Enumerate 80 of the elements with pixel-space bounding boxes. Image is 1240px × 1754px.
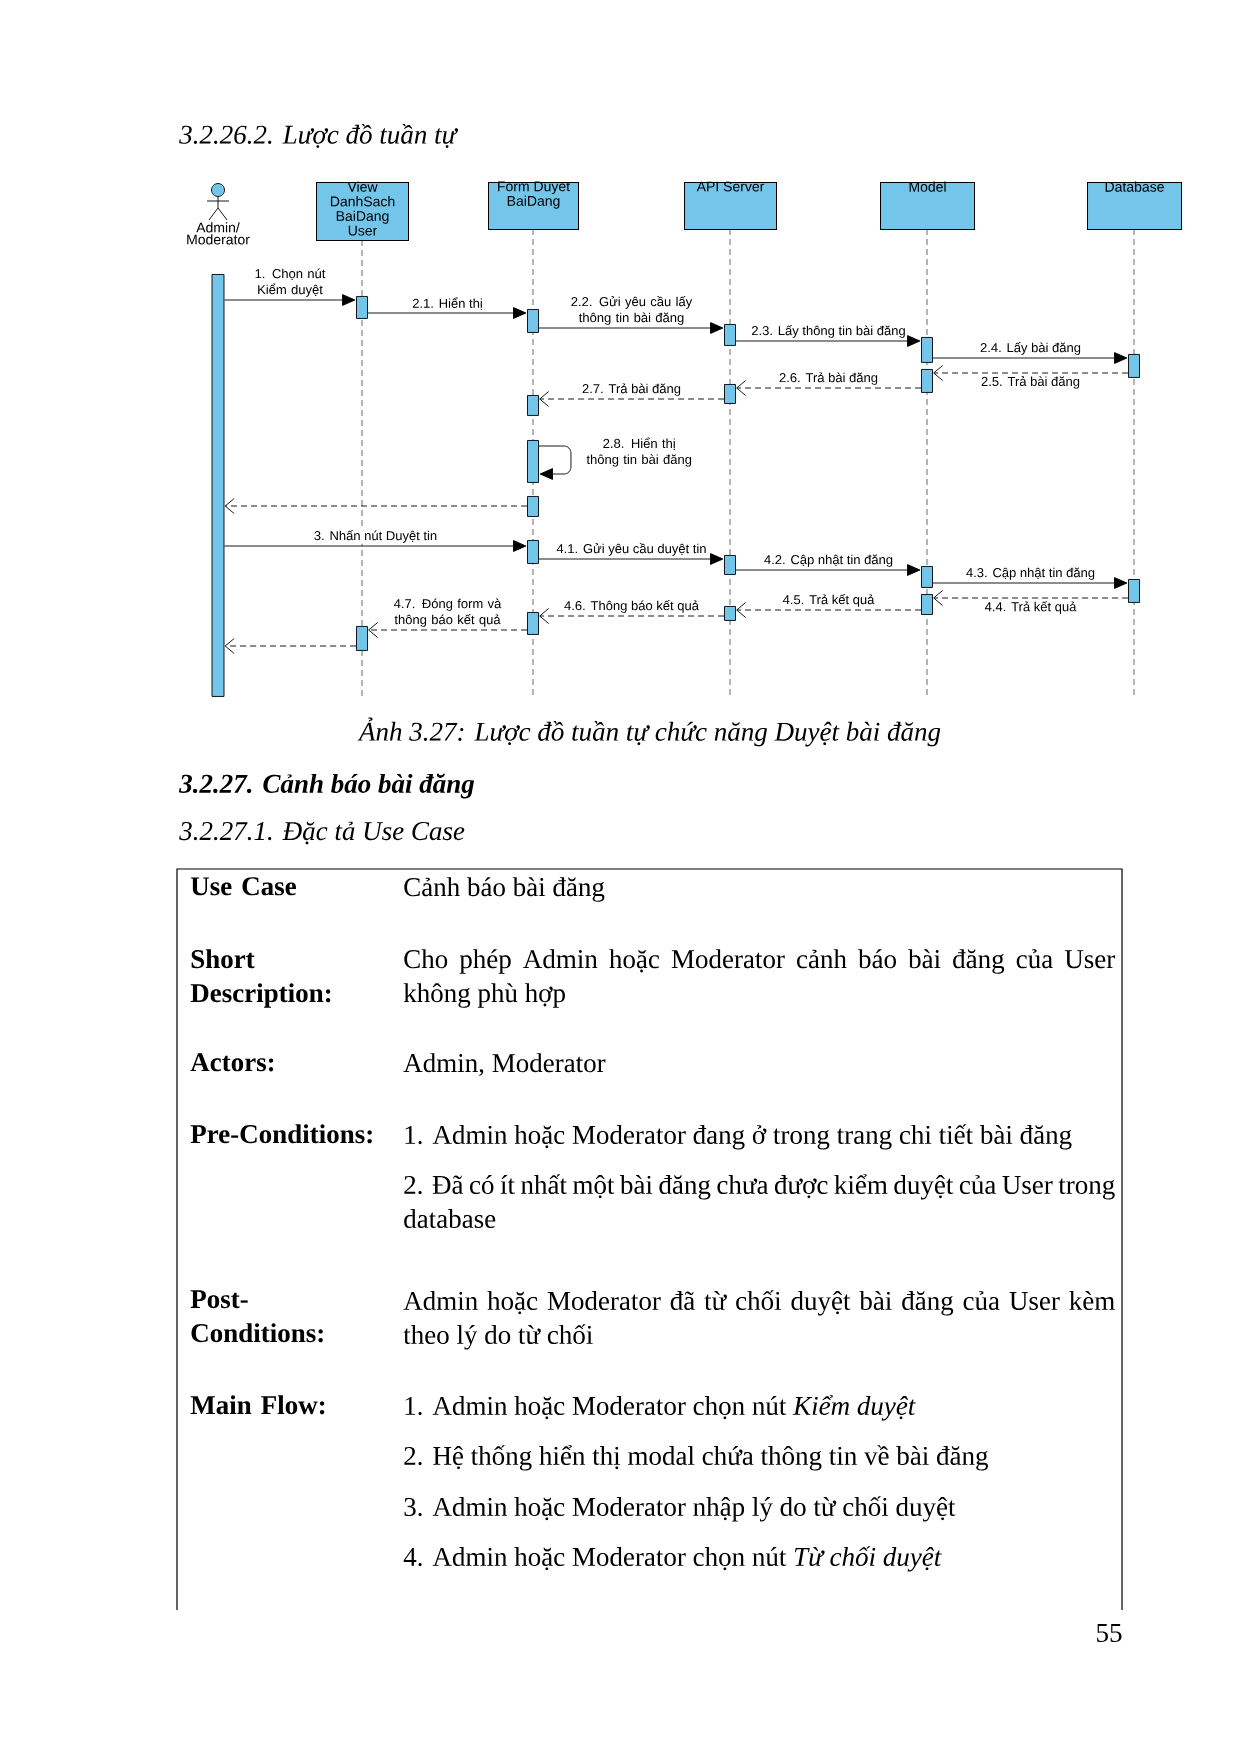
edge-label: 2.6. Trả bài đăng (778, 371, 879, 386)
cell-text: 1. Admin hoặc Moderator đang ở trong trang chi tiết bài đăng (405, 1124, 1072, 1150)
cell-text: Cho phép Admin hoặc Moderator cảnh báo bài đăng của User không phù hợp (403, 949, 1115, 1008)
lifeline-head-box: View DanhSach BaiDang User (316, 181, 409, 241)
cell-text: Admin, Moderator (403, 1053, 606, 1077)
activation-bar (724, 606, 736, 621)
edge-label: 2.5. Trả bài đăng (980, 375, 1081, 390)
return-message-arrow (539, 391, 725, 407)
activation-bar (724, 555, 736, 575)
return-message-arrow (736, 602, 922, 618)
activation-bar (527, 540, 539, 564)
row-heading: Use Case (190, 877, 296, 896)
edge-label: 4.4. Trả kết quả (983, 600, 1078, 615)
return-message-arrow (736, 380, 922, 396)
edge-label: 2.4. Lấy bài đăng (979, 341, 1082, 356)
edge-label: 2.3. Lấy thông tin bài đăng (750, 324, 907, 339)
activation-bar (1128, 579, 1140, 603)
edge-label: 2.8. Hiển thị thông tin bài đăng (577, 436, 702, 468)
row-heading: Actors: (190, 1053, 274, 1072)
activation-bar (921, 337, 933, 363)
edge-label: 2.7. Trả bài đăng (581, 382, 682, 397)
activation-bar (356, 626, 368, 651)
edge-label: 1. Chọn nút Kiểm duyệt (243, 267, 337, 298)
message-arrow (932, 352, 1128, 364)
activation-bar (527, 309, 539, 333)
edge-label: 2.1. Hiển thị (411, 296, 484, 311)
section-heading: 3.2.27.1. Đặc tả Use Case (179, 821, 465, 845)
edge-label: 2.2. Gửi yêu cầu lấy thông tin bài đăng (560, 295, 703, 326)
cell-text: 3. Admin hoặc Moderator nhập lý do từ chối duyệt (404, 1496, 956, 1522)
message-arrow (538, 322, 724, 334)
message-arrow (224, 540, 527, 552)
section-heading: 3.2.26.2. Lược đồ tuần tự (179, 124, 459, 148)
row-heading: Main Flow: (190, 1395, 325, 1415)
return-message-arrow (224, 638, 357, 654)
activation-bar (921, 594, 933, 615)
activation-bar (211, 274, 225, 697)
activation-bar (527, 612, 539, 635)
figure-caption: Ảnh 3.27: Lược đồ tuần tự chức năng Duyệt bài đăng (357, 717, 941, 747)
message-arrow (224, 294, 356, 306)
row-heading: Post- Conditions: (190, 1290, 323, 1343)
edge-label: 3. Nhấn nút Duyệt tin (312, 529, 439, 544)
cell-text: 1. Admin hoặc Moderator chọn nút Kiểm duyệt (405, 1395, 916, 1421)
lifeline-head-box: Database (1087, 181, 1182, 230)
node-label: Admin/ Moderator (187, 222, 250, 245)
return-message-arrow (539, 608, 725, 624)
activation-bar (356, 296, 368, 319)
edge-label: 4.2. Cập nhật tin đăng (762, 553, 895, 568)
edge-label: 4.7. Đóng form và thông báo kết quả (384, 597, 511, 628)
message-arrow (735, 564, 921, 576)
activation-bar (724, 324, 736, 346)
cell-text: 4. Admin hoặc Moderator chọn nút Từ chối duyệt (403, 1546, 942, 1572)
activation-bar (527, 496, 539, 517)
cell-text: 2. Đã có ít nhất một bài đăng chưa được kiểm duyệt của User trong database (404, 1174, 1115, 1229)
message-arrow (367, 307, 527, 319)
edge-label: 4.5. Trả kết quả (781, 593, 876, 608)
edge-label: 4.1. Gửi yêu cầu duyệt tin (555, 542, 708, 557)
page-number: 55 (1097, 1624, 1122, 1642)
message-arrow (735, 335, 921, 347)
return-message-arrow (224, 498, 528, 514)
return-message-arrow (933, 365, 1129, 381)
row-heading: Pre-Conditions: (190, 1124, 372, 1144)
activation-bar (921, 369, 933, 393)
activation-bar (527, 395, 539, 416)
self-message-arrow (538, 445, 572, 480)
activation-bar (527, 440, 539, 483)
row-heading: Short Description: (190, 949, 331, 1008)
activation-bar (921, 566, 933, 588)
edge-label: 4.6. Thông báo kết quả (563, 599, 700, 614)
cell-text: 2. Hệ thống hiển thị modal chứa thông tin về bài đăng (404, 1445, 988, 1471)
section-heading: 3.2.27. Cảnh báo bài đăng (179, 773, 475, 799)
edge-label: 4.3. Cập nhật tin đăng (964, 566, 1097, 581)
message-arrow (538, 553, 724, 565)
activation-bar (1128, 354, 1140, 378)
activation-bar (724, 384, 736, 404)
actor: Admin/ Moderator (187, 183, 250, 245)
return-message-arrow (368, 622, 528, 638)
return-message-arrow (933, 590, 1129, 606)
message-arrow (932, 577, 1128, 589)
cell-text: Admin hoặc Moderator đã từ chối duyệt bài đăng của User kèm theo lý do từ chối (403, 1290, 1115, 1350)
cell-text: Cảnh báo bài đăng (404, 877, 605, 902)
